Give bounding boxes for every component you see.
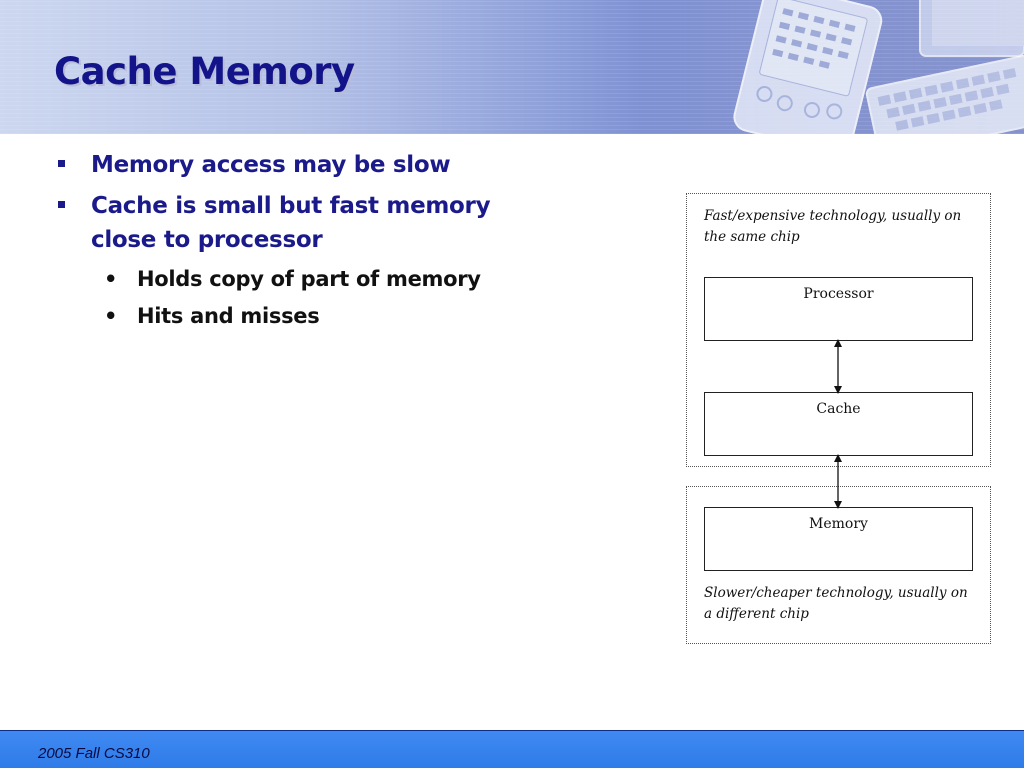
on-chip-note: Fast/expensive technology, usually on th… (704, 208, 962, 245)
bullet-text: Memory access may be slow (91, 152, 451, 178)
bullet-text: Cache is small but fast memory close to … (91, 193, 491, 253)
processor-box: Processor (704, 277, 973, 341)
sub-bullet-text: Hits and misses (137, 304, 320, 328)
off-chip-note: Slower/cheaper technology, usually on a … (704, 585, 968, 622)
dot-bullet-icon: • (104, 304, 118, 328)
square-bullet-icon (58, 201, 65, 208)
slide-title: Cache Memory (54, 50, 355, 93)
footer-text: 2005 Fall CS310 (38, 745, 150, 762)
cache-box: Cache (704, 392, 973, 456)
square-bullet-icon (58, 160, 65, 167)
dot-bullet-icon: • (104, 267, 118, 291)
sub-bullet-text: Holds copy of part of memory (137, 267, 481, 291)
memory-box: Memory (704, 507, 973, 571)
pda-keyboard-icon (640, 0, 1024, 134)
title-banner: Cache Memory (0, 0, 1024, 134)
footer-bar: 2005 Fall CS310 (0, 730, 1024, 768)
